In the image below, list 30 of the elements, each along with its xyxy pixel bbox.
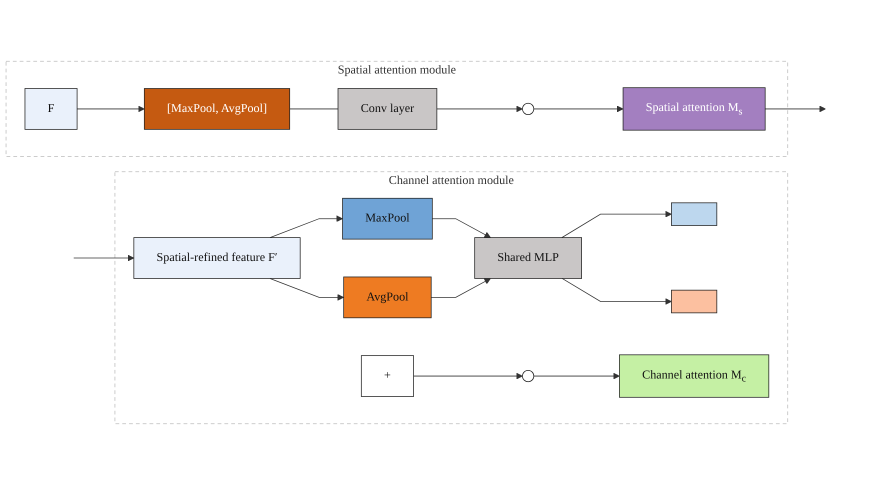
arrow xyxy=(562,278,672,305)
arrow xyxy=(270,215,343,238)
arrow xyxy=(430,278,491,298)
arrow xyxy=(533,106,624,112)
node-bar xyxy=(671,290,718,314)
cluster xyxy=(6,60,788,158)
arrow xyxy=(73,254,134,262)
arrow xyxy=(533,372,620,380)
node-bar xyxy=(671,202,718,226)
node-box xyxy=(360,355,414,397)
node-box xyxy=(622,87,766,131)
connector xyxy=(289,108,338,110)
cluster xyxy=(114,171,788,424)
node-circle xyxy=(522,102,534,115)
arrow xyxy=(432,218,491,238)
node-box xyxy=(24,88,78,130)
node-box xyxy=(474,237,582,279)
node-box xyxy=(619,354,770,398)
node-box xyxy=(133,237,301,279)
arrow xyxy=(76,106,145,112)
node-box xyxy=(342,198,433,240)
node-circle xyxy=(522,370,534,382)
arrow xyxy=(270,278,344,301)
node-box xyxy=(144,88,290,130)
node-box xyxy=(343,276,432,318)
arrow xyxy=(561,210,672,238)
arrow xyxy=(764,106,826,112)
node-box xyxy=(338,88,438,130)
arrow xyxy=(413,372,523,380)
arrow xyxy=(436,106,523,112)
